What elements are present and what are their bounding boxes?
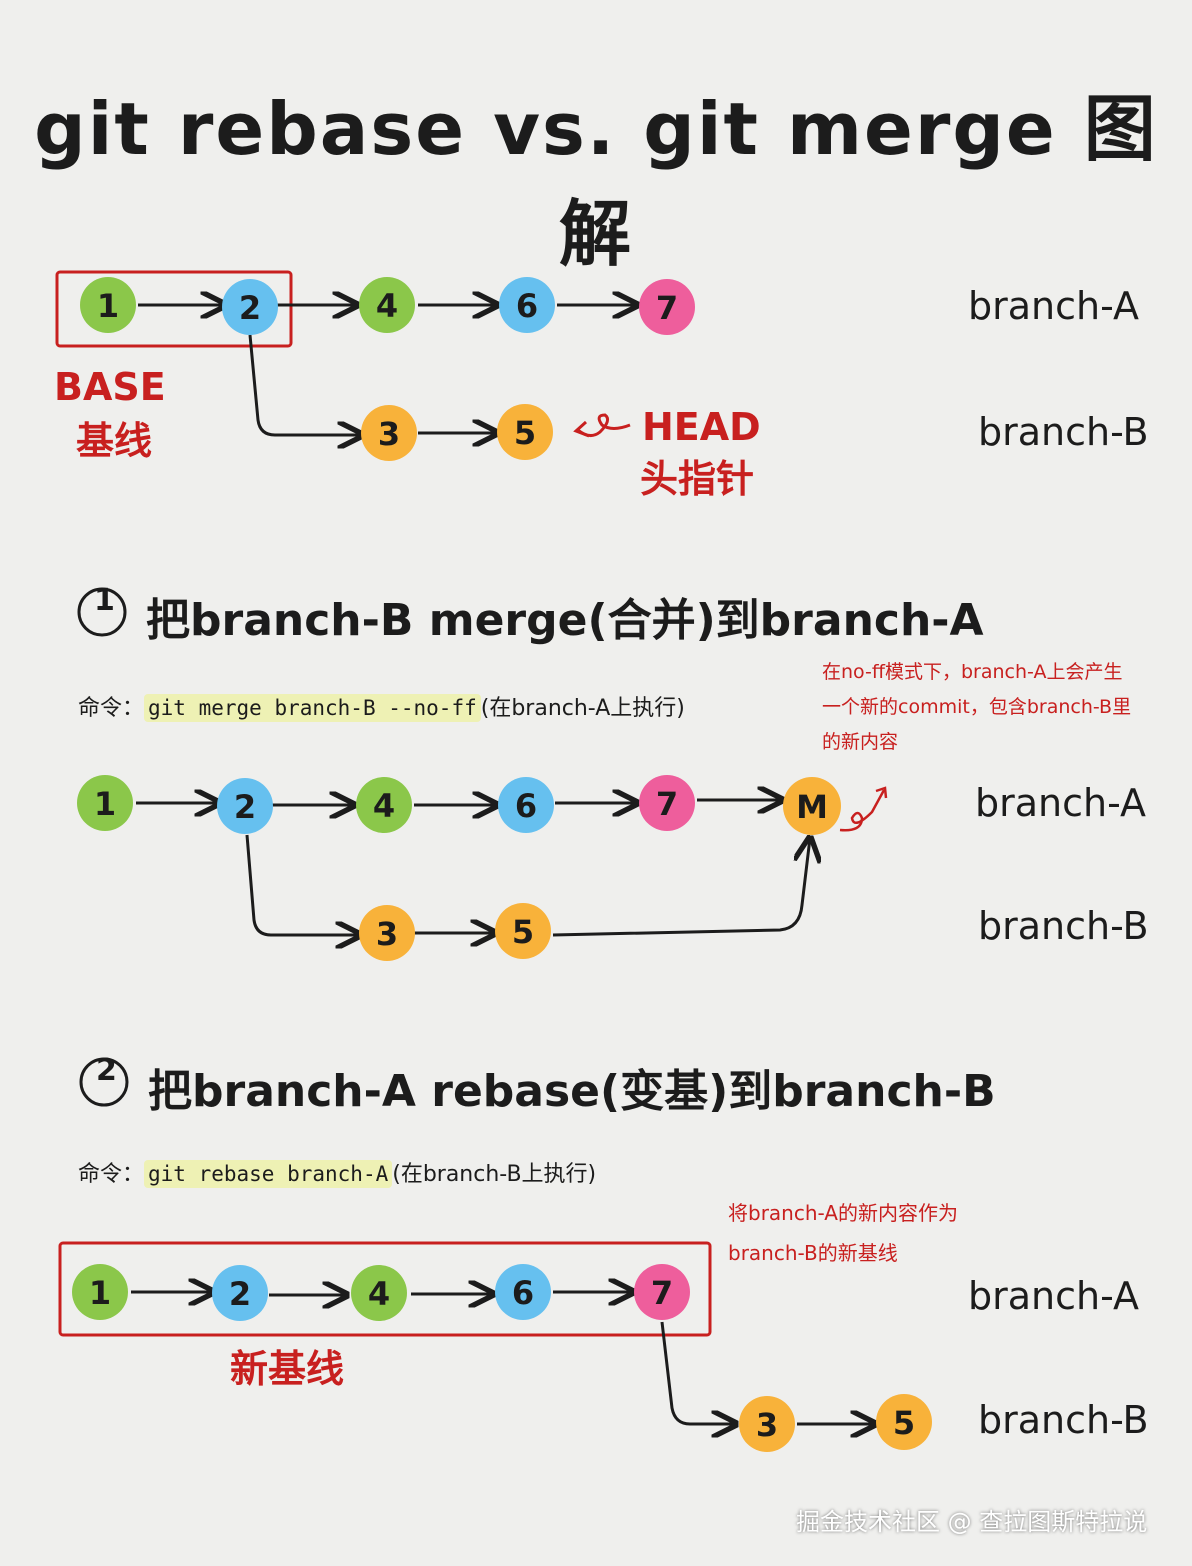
section2-number-circle	[79, 1057, 129, 1107]
commit-node-5	[876, 1394, 932, 1450]
note-arrow-icon	[839, 789, 886, 832]
commit-node-5	[497, 404, 553, 460]
commit-label-7: 7	[656, 289, 678, 327]
commit-label-1: 1	[97, 287, 119, 325]
merge-note-line: 在no-ff模式下，branch-A上会产生	[822, 661, 1123, 683]
diagram1-nodes: 1 2 4 6 7 3 5	[80, 277, 695, 461]
head-label: HEAD	[642, 405, 761, 449]
commit-label-7: 7	[651, 1274, 673, 1312]
rebase-note: 将branch-A的新内容作为 branch-B的新基线	[728, 1193, 958, 1273]
commit-label-1: 1	[89, 1274, 111, 1312]
commit-node-1	[80, 277, 136, 333]
commit-label-4: 4	[376, 287, 398, 325]
commit-node-2	[217, 778, 273, 834]
merge-note-line: 的新内容	[822, 731, 899, 754]
section1-number: 1	[94, 583, 115, 618]
command-suffix: (在branch-A上执行)	[480, 696, 685, 721]
branch-b-label: branch-B	[978, 904, 1149, 948]
commit-label-6: 6	[512, 1274, 534, 1312]
branch-b-label: branch-B	[978, 1398, 1149, 1442]
commit-label-5: 5	[893, 1404, 915, 1442]
commit-node-6	[499, 277, 555, 333]
commit-label-2: 2	[234, 788, 256, 826]
head-cn-label: 头指针	[640, 457, 755, 501]
new-base-box	[58, 1241, 712, 1337]
commit-label-6: 6	[515, 787, 537, 825]
base-cn-label: 基线	[76, 419, 153, 463]
merge-note-line: 一个新的commit，包含branch-B里	[822, 696, 1132, 719]
merge-commit-node	[783, 777, 841, 835]
commit-label-7: 7	[656, 785, 678, 823]
branch-a-label: branch-A	[975, 781, 1146, 825]
section2-number: 2	[96, 1053, 117, 1088]
command-suffix: (在branch-B上执行)	[392, 1162, 597, 1187]
merge-commit-label: M	[796, 788, 828, 826]
commit-node-3	[739, 1396, 795, 1452]
commit-node-1	[72, 1264, 128, 1320]
commit-node-4	[359, 277, 415, 333]
commit-label-4: 4	[373, 787, 395, 825]
rebase-note-line: branch-B的新基线	[728, 1241, 898, 1265]
commit-label-5: 5	[514, 414, 536, 452]
section1-number-circle	[77, 587, 127, 637]
commit-label-3: 3	[376, 915, 398, 953]
page-title: git rebase vs. git merge 图解	[34, 87, 1158, 276]
commit-label-5: 5	[512, 913, 534, 951]
commit-label-2: 2	[229, 1275, 251, 1313]
commit-node-1	[77, 775, 133, 831]
commit-node-2	[222, 279, 278, 335]
branch-a-label: branch-A	[968, 284, 1139, 328]
base-box	[55, 270, 293, 348]
commit-node-6	[498, 777, 554, 833]
commit-node-4	[351, 1265, 407, 1321]
commit-label-6: 6	[516, 287, 538, 325]
commit-node-3	[359, 905, 415, 961]
commit-node-7	[639, 775, 695, 831]
commit-node-6	[495, 1264, 551, 1320]
new-base-label: 新基线	[230, 1347, 345, 1391]
section1-title: 把branch-B merge(合并)到branch-A	[146, 595, 984, 646]
command-code: git merge branch-B --no-ff	[144, 694, 481, 722]
commit-label-3: 3	[756, 1406, 778, 1444]
section2-command: 命令：git rebase branch-A(在branch-B上执行)	[78, 1156, 596, 1188]
branch-b-label: branch-B	[978, 410, 1149, 454]
diagram3-nodes: 1 2 4 6 7 3 5	[72, 1264, 932, 1452]
branch-a-label: branch-A	[968, 1274, 1139, 1318]
diagram2-nodes: 1 2 4 6 7 M 3 5	[77, 775, 841, 961]
commit-node-2	[212, 1265, 268, 1321]
rebase-note-line: 将branch-A的新内容作为	[728, 1201, 958, 1225]
commit-label-1: 1	[94, 785, 116, 823]
commit-label-2: 2	[239, 289, 261, 327]
section1-command: 命令：git merge branch-B --no-ff(在branch-A上…	[78, 690, 685, 722]
command-prefix: 命令：	[78, 696, 145, 721]
curl-arrow-icon	[577, 413, 631, 437]
base-label: BASE	[54, 365, 166, 409]
diagram1-arrows	[138, 305, 637, 435]
command-code: git rebase branch-A	[144, 1160, 393, 1188]
commit-label-3: 3	[378, 415, 400, 453]
diagram2-arrows	[136, 800, 810, 935]
commit-label-4: 4	[368, 1275, 390, 1313]
command-prefix: 命令：	[78, 1162, 145, 1187]
commit-node-4	[356, 777, 412, 833]
watermark: 掘金技术社区 @ 查拉图斯特拉说	[796, 1508, 1148, 1536]
commit-node-3	[361, 405, 417, 461]
section2-title: 把branch-A rebase(变基)到branch-B	[148, 1066, 996, 1117]
commit-node-7	[634, 1264, 690, 1320]
commit-node-5	[495, 903, 551, 959]
commit-node-7	[639, 279, 695, 335]
diagram3-arrows	[131, 1292, 875, 1424]
merge-note: 在no-ff模式下，branch-A上会产生 一个新的commit，包含bran…	[822, 655, 1131, 760]
